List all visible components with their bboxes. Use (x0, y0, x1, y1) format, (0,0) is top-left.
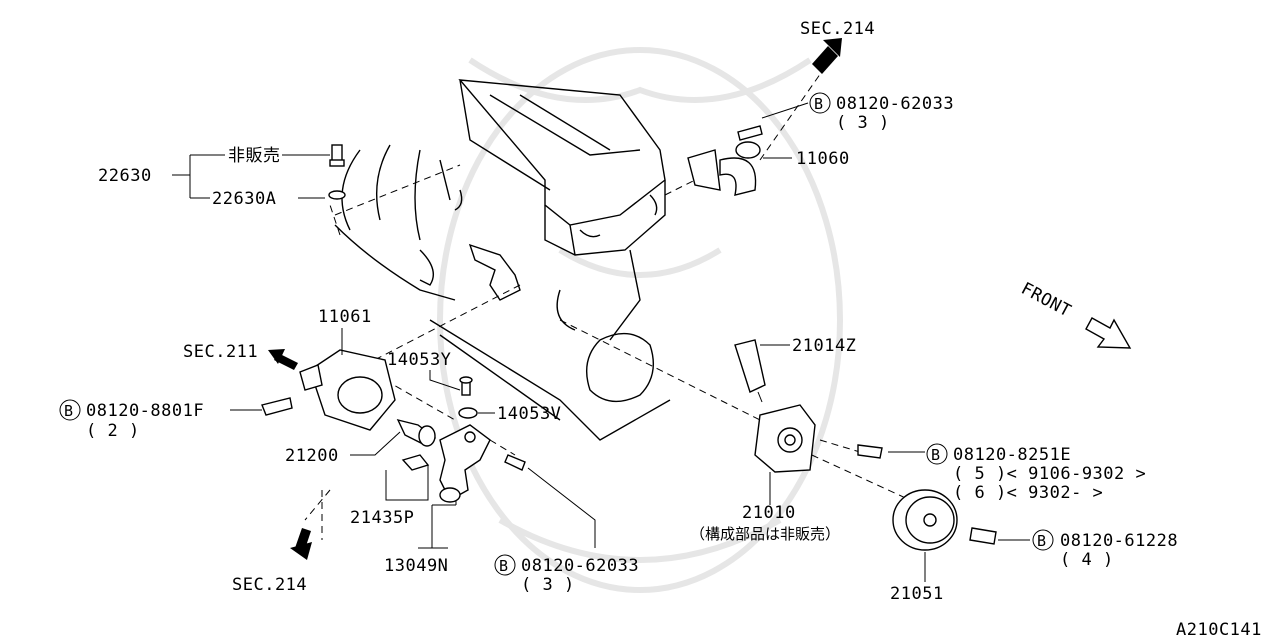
water-pump-21010 (754, 404, 816, 473)
label-bolt-8801F: 08120-8801F (86, 401, 204, 421)
sensor-22630 (329, 144, 345, 167)
label-14053Y: 14053Y (387, 350, 451, 370)
label-bolt-8801F-qty: ( 2 ) (86, 421, 140, 441)
label-sec211: SEC.211 (183, 342, 258, 362)
outlet-pipe-11060 (687, 141, 761, 196)
b-marker-1: B (809, 92, 831, 114)
label-13049N: 13049N (384, 556, 448, 576)
b-marker-5: B (1032, 529, 1054, 551)
bolt-pulley (969, 527, 997, 545)
label-14053V: 14053V (497, 404, 561, 424)
label-sec214-top: SEC.214 (800, 19, 875, 39)
label-front: FRONT (1018, 279, 1075, 322)
label-11060: 11060 (796, 149, 850, 169)
label-bolt-62033-bottom-qty: ( 3 ) (521, 575, 575, 595)
label-21200: 21200 (285, 446, 339, 466)
label-21435P: 21435P (350, 508, 414, 528)
label-bolt-61228: 08120-61228 (1060, 531, 1178, 551)
washer-22630A (328, 190, 346, 200)
gasket-14053V (458, 407, 478, 419)
label-not-for-sale: 非販売 (228, 146, 281, 166)
engine-block (334, 79, 671, 441)
pulley-21051 (892, 489, 958, 551)
label-bolt-61228-qty: ( 4 ) (1060, 550, 1114, 570)
b-marker-2: B (59, 399, 81, 421)
b-marker-3: B (494, 554, 516, 576)
label-bolt-8251E-qty1: ( 5 )< 9106-9302 > (953, 464, 1146, 484)
bolt-left (261, 397, 293, 416)
svg-text:B: B (1037, 532, 1046, 550)
svg-text:B: B (499, 557, 508, 575)
gasket-21435P (401, 454, 430, 471)
watermark-emblem (437, 47, 843, 593)
label-sec214-bottom: SEC.214 (232, 575, 307, 595)
label-bolt-62033-bottom: 08120-62033 (521, 556, 639, 576)
thermostat-21200 (396, 418, 437, 447)
label-11061: 11061 (318, 307, 372, 327)
label-21010-note: （構成部品は非販売） (690, 525, 840, 543)
label-21051: 21051 (890, 584, 944, 604)
bolt-pump (857, 444, 883, 459)
label-bolt-62033-top: 08120-62033 (836, 94, 954, 114)
label-bolt-8251E-qty2: ( 6 )< 9302- > (953, 483, 1103, 503)
arrow-sec214-bottom (290, 528, 312, 560)
label-leaders (172, 102, 1030, 582)
label-bolt-8251E: 08120-8251E (953, 445, 1071, 465)
inlet-13049N (439, 424, 491, 503)
bolt-top (737, 125, 763, 141)
svg-text:B: B (931, 446, 940, 464)
bolt-14053Y (459, 376, 473, 396)
sealant-21014Z (734, 339, 766, 403)
label-bolt-62033-top-qty: ( 3 ) (836, 113, 890, 133)
arrow-sec211 (268, 349, 298, 370)
label-21010: 21010 (742, 503, 796, 523)
label-22630A: 22630A (212, 189, 276, 209)
arrow-sec214-top (812, 38, 842, 74)
b-marker-4: B (926, 443, 948, 465)
front-arrow (1085, 317, 1132, 349)
housing-11061 (299, 349, 396, 431)
bolt-bottom (504, 454, 526, 471)
svg-text:B: B (814, 95, 823, 113)
leader-dashes (304, 59, 911, 540)
label-21014Z: 21014Z (792, 336, 856, 356)
diagram-code: A210C141 (1176, 620, 1262, 639)
label-22630: 22630 (98, 166, 152, 186)
svg-text:B: B (64, 402, 73, 420)
